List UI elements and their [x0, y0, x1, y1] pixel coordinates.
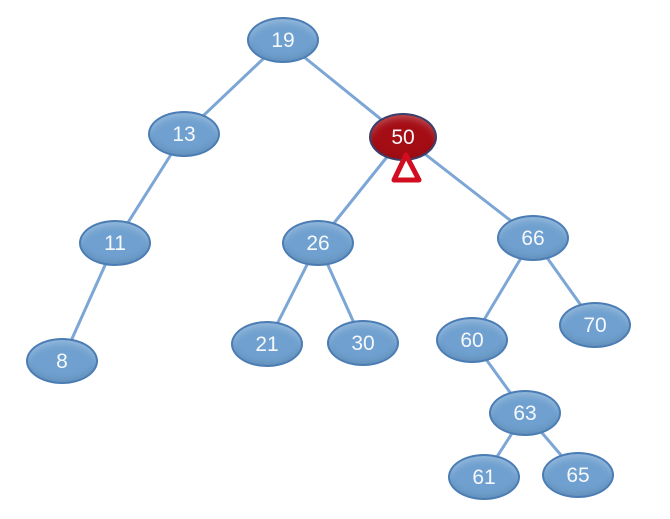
tree-node-63-label: 63 [513, 401, 537, 425]
tree-node-26: 26 [282, 220, 354, 266]
tree-node-50-label: 50 [391, 125, 415, 149]
current-node-triangle-marker-icon [391, 152, 422, 183]
tree-node-61-label: 61 [472, 465, 496, 489]
tree-node-30: 30 [327, 320, 399, 366]
tree-node-26-label: 26 [306, 231, 330, 255]
tree-node-61: 61 [448, 454, 520, 500]
tree-node-60: 60 [436, 317, 508, 363]
tree-node-13: 13 [148, 111, 220, 157]
tree-node-11-label: 11 [104, 231, 126, 255]
tree-node-13-label: 13 [172, 122, 196, 146]
tree-node-60-label: 60 [460, 328, 484, 352]
tree-node-70-label: 70 [583, 313, 607, 337]
tree-node-21: 21 [231, 321, 303, 367]
tree-node-8-label: 8 [56, 349, 68, 373]
tree-node-30-label: 30 [351, 331, 375, 355]
tree-node-65-label: 65 [566, 463, 590, 487]
tree-node-50-highlighted: 50 [369, 113, 437, 161]
tree-node-11: 11 [79, 220, 151, 266]
tree-node-66-label: 66 [521, 226, 545, 250]
tree-node-63: 63 [489, 390, 561, 436]
tree-node-70: 70 [559, 302, 631, 348]
tree-node-19-label: 19 [271, 28, 295, 52]
tree-node-21-label: 21 [255, 332, 279, 356]
tree-node-8: 8 [26, 338, 98, 384]
tree-node-66: 66 [497, 215, 569, 261]
tree-node-19: 19 [247, 17, 319, 63]
tree-node-65: 65 [542, 452, 614, 498]
